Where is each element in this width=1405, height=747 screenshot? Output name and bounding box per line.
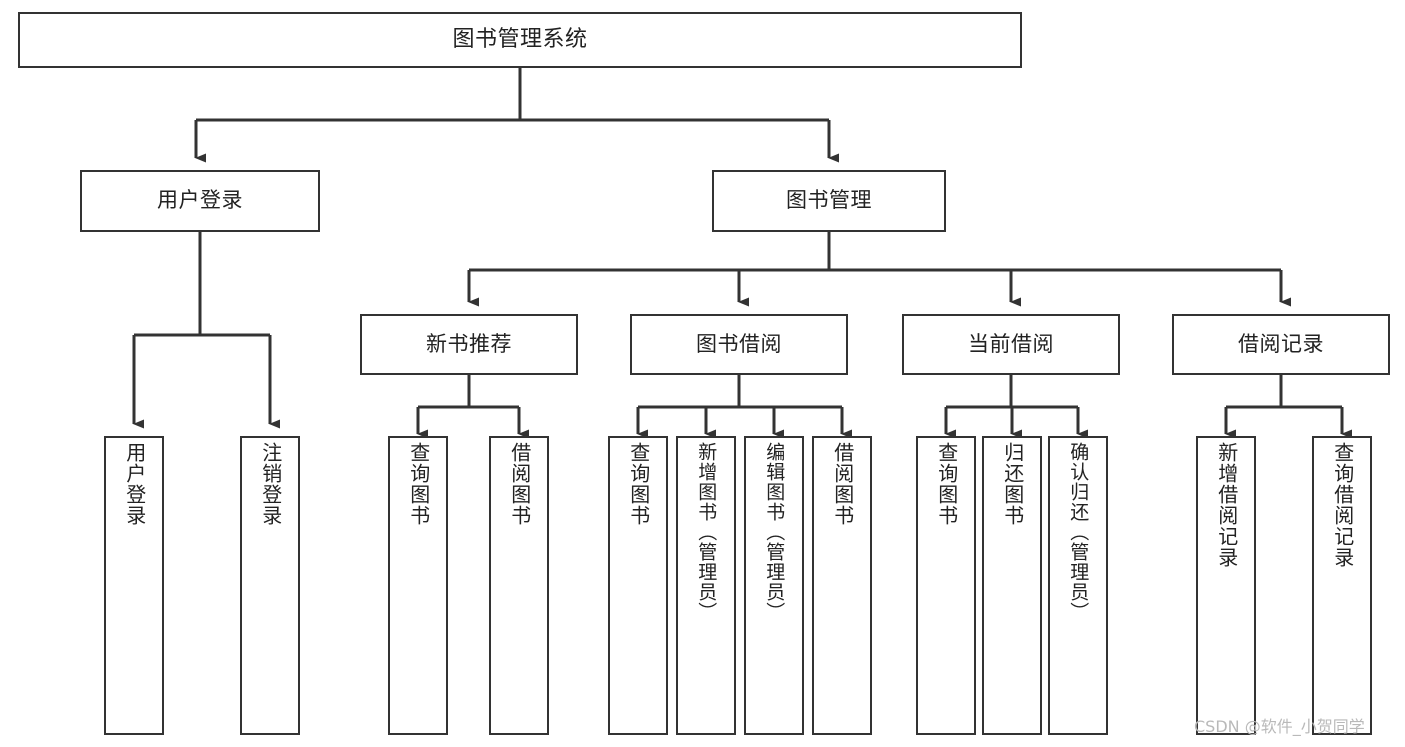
node-user-login-label: 用户登录: [157, 188, 243, 213]
leaf-edit-book-admin-label: 编辑图书（管理员）: [763, 442, 786, 622]
leaf-confirm-return-admin[interactable]: 确认归还（管理员）: [1048, 436, 1108, 735]
leaf-logout[interactable]: 注销登录: [240, 436, 300, 735]
leaf-borrow-book[interactable]: 借阅图书: [812, 436, 872, 735]
leaf-user-login-label: 用户登录: [122, 442, 147, 526]
node-book-borrow[interactable]: 图书借阅: [630, 314, 848, 375]
leaf-add-borrow-record[interactable]: 新增借阅记录: [1196, 436, 1256, 735]
leaf-new-book-query[interactable]: 查询图书: [388, 436, 448, 735]
leaf-logout-label: 注销登录: [258, 442, 283, 526]
leaf-new-book-query-label: 查询图书: [406, 442, 431, 526]
leaf-query-borrow-record-label: 查询借阅记录: [1330, 442, 1355, 568]
leaf-add-book-admin-label: 新增图书（管理员）: [695, 442, 718, 622]
leaf-user-login[interactable]: 用户登录: [104, 436, 164, 735]
leaf-add-borrow-record-label: 新增借阅记录: [1214, 442, 1239, 568]
node-current-borrow[interactable]: 当前借阅: [902, 314, 1120, 375]
leaf-add-book-admin[interactable]: 新增图书（管理员）: [676, 436, 736, 735]
node-book-borrow-label: 图书借阅: [696, 331, 782, 356]
leaf-edit-book-admin[interactable]: 编辑图书（管理员）: [744, 436, 804, 735]
node-book-management-label: 图书管理: [786, 188, 872, 213]
leaf-query-borrow-record[interactable]: 查询借阅记录: [1312, 436, 1372, 735]
leaf-borrow-query-book[interactable]: 查询图书: [608, 436, 668, 735]
node-user-login[interactable]: 用户登录: [80, 170, 320, 232]
node-borrow-record[interactable]: 借阅记录: [1172, 314, 1390, 375]
node-root-label: 图书管理系统: [452, 26, 588, 52]
leaf-return-book[interactable]: 归还图书: [982, 436, 1042, 735]
leaf-current-query-book-label: 查询图书: [934, 442, 959, 526]
node-new-book-recommend[interactable]: 新书推荐: [360, 314, 578, 375]
leaf-current-query-book[interactable]: 查询图书: [916, 436, 976, 735]
node-borrow-record-label: 借阅记录: [1238, 331, 1324, 356]
node-root-book-management-system[interactable]: 图书管理系统: [18, 12, 1022, 68]
leaf-new-book-borrow[interactable]: 借阅图书: [489, 436, 549, 735]
leaf-new-book-borrow-label: 借阅图书: [507, 442, 532, 526]
leaf-borrow-query-book-label: 查询图书: [626, 442, 651, 526]
leaf-confirm-return-admin-label: 确认归还（管理员）: [1067, 442, 1090, 622]
leaf-return-book-label: 归还图书: [1000, 442, 1025, 526]
node-new-book-recommend-label: 新书推荐: [426, 331, 512, 356]
leaf-borrow-book-label: 借阅图书: [830, 442, 855, 526]
node-book-management[interactable]: 图书管理: [712, 170, 946, 232]
csdn-watermark: CSDN @软件_小贺同学: [1194, 717, 1365, 736]
node-current-borrow-label: 当前借阅: [968, 331, 1054, 356]
